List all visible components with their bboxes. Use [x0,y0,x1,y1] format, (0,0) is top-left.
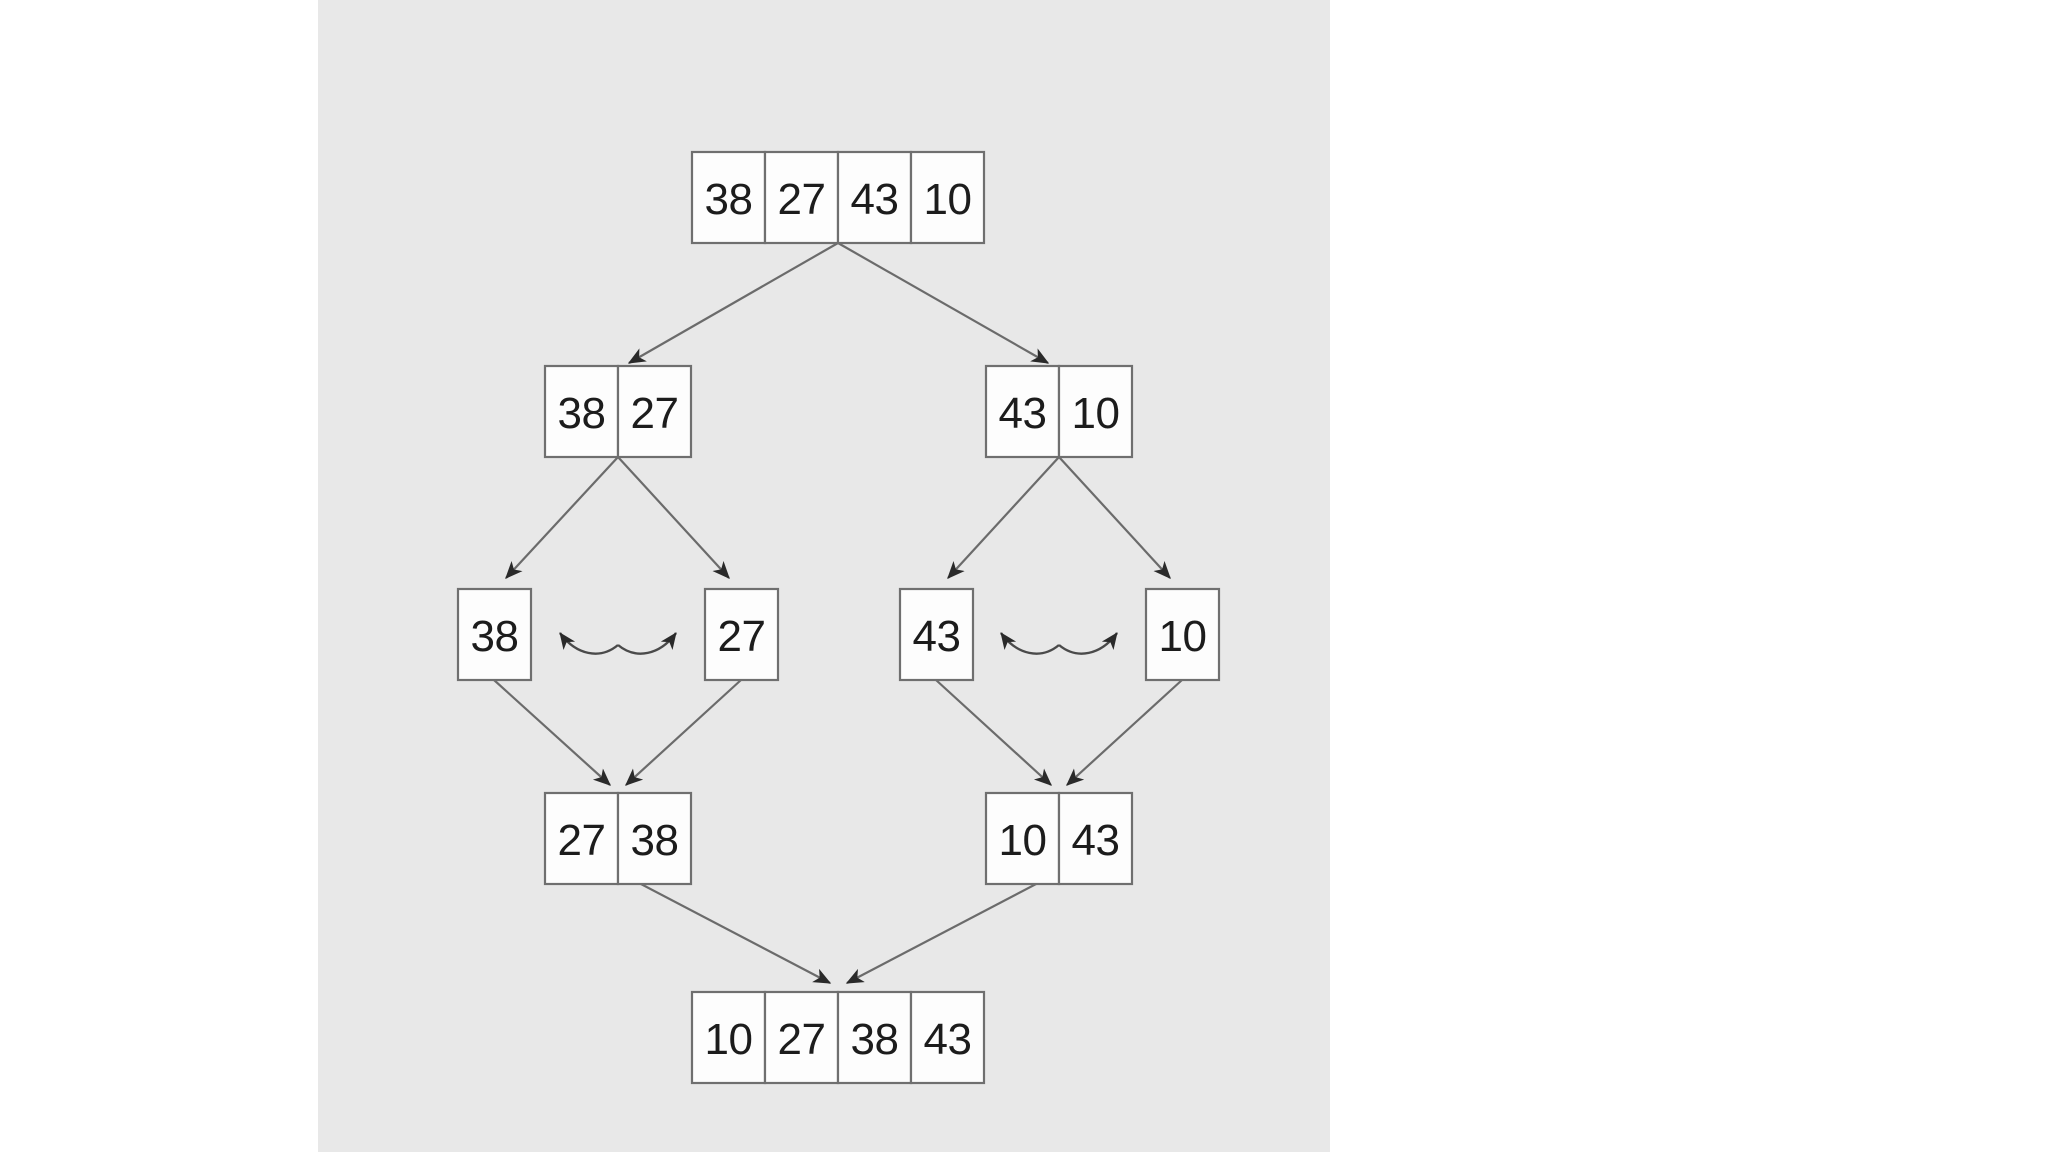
cell-value: 10 [1159,612,1207,661]
edge-left-half-to-leaf-27 [617,456,730,579]
cell-value: 27 [778,1015,826,1064]
cell-value: 43 [851,175,899,224]
edge-leaf-43-to-merged-right [935,679,1052,786]
cell-value: 43 [1072,816,1120,865]
array-cell[interactable]: 10 [1057,364,1134,459]
array-cell[interactable]: 38 [690,150,767,245]
edge-group-merge-final [617,871,1060,984]
edge-right-half-to-leaf-43 [947,456,1060,579]
cell-value: 38 [851,1015,899,1064]
cell-value: 43 [913,612,961,661]
array-cell[interactable]: 10 [690,990,767,1085]
array-left-half[interactable]: 38 27 [543,364,693,459]
cell-value: 10 [999,816,1047,865]
cell-value: 38 [631,816,679,865]
array-leaf-a[interactable]: 38 [456,587,533,682]
edge-group-merge-1-left [493,679,742,786]
array-root[interactable]: 38 27 43 10 [690,150,986,245]
cell-value: 43 [924,1015,972,1064]
array-cell[interactable]: 27 [763,150,840,245]
edge-left-half-to-leaf-38 [505,456,619,579]
array-cell[interactable]: 43 [1057,791,1134,886]
array-cell[interactable]: 27 [616,364,693,459]
cell-value: 27 [631,389,679,438]
array-leaf-c[interactable]: 43 [898,587,975,682]
array-leaf-d[interactable]: 10 [1144,587,1221,682]
array-cell[interactable]: 38 [543,364,620,459]
array-merged-left[interactable]: 27 38 [543,791,693,886]
array-cell[interactable]: 38 [836,990,913,1085]
edge-right-half-to-leaf-10 [1058,456,1171,579]
edge-merged-left-to-final [617,871,832,984]
array-cell[interactable]: 27 [763,990,840,1085]
cell-value: 38 [471,612,519,661]
array-cell[interactable]: 43 [836,150,913,245]
cell-value: 27 [558,816,606,865]
cell-value: 38 [558,389,606,438]
swap-curve-right-to-43 [1000,632,1060,655]
edge-leaf-27-to-merged-left [625,679,742,786]
cell-value: 38 [705,175,753,224]
edge-group-divide-1 [627,242,1050,364]
cell-value: 10 [705,1015,753,1064]
array-cell[interactable]: 43 [909,990,986,1085]
edge-group-divide-2-left [505,456,730,579]
cell-value: 43 [999,389,1047,438]
swap-curve-left-to-27 [617,632,677,655]
edge-leaf-10-to-merged-right [1066,679,1183,786]
array-merged-right[interactable]: 10 43 [984,791,1134,886]
cell-value: 10 [924,175,972,224]
swap-curve-right-to-10 [1058,632,1118,655]
swap-curve-left-to-38 [559,632,619,655]
array-cell[interactable]: 10 [984,791,1061,886]
edge-group-merge-1-right [935,679,1183,786]
cell-value: 27 [718,612,766,661]
array-cell[interactable]: 27 [543,791,620,886]
array-cell[interactable]: 38 [616,791,693,886]
array-leaf-b[interactable]: 27 [703,587,780,682]
edge-leaf-38-to-merged-left [493,679,611,786]
edge-root-to-left-half [627,242,839,364]
array-right-half[interactable]: 43 10 [984,364,1134,459]
array-final[interactable]: 10 27 38 43 [690,990,986,1085]
cell-value: 10 [1072,389,1120,438]
edge-merged-right-to-final [845,871,1060,984]
swap-group-right [1000,632,1118,655]
edge-group-divide-2-right [947,456,1171,579]
array-cell[interactable]: 43 [984,364,1061,459]
cell-value: 27 [778,175,826,224]
edge-root-to-right-half [837,242,1050,364]
swap-group-left [559,632,677,655]
array-cell[interactable]: 10 [909,150,986,245]
